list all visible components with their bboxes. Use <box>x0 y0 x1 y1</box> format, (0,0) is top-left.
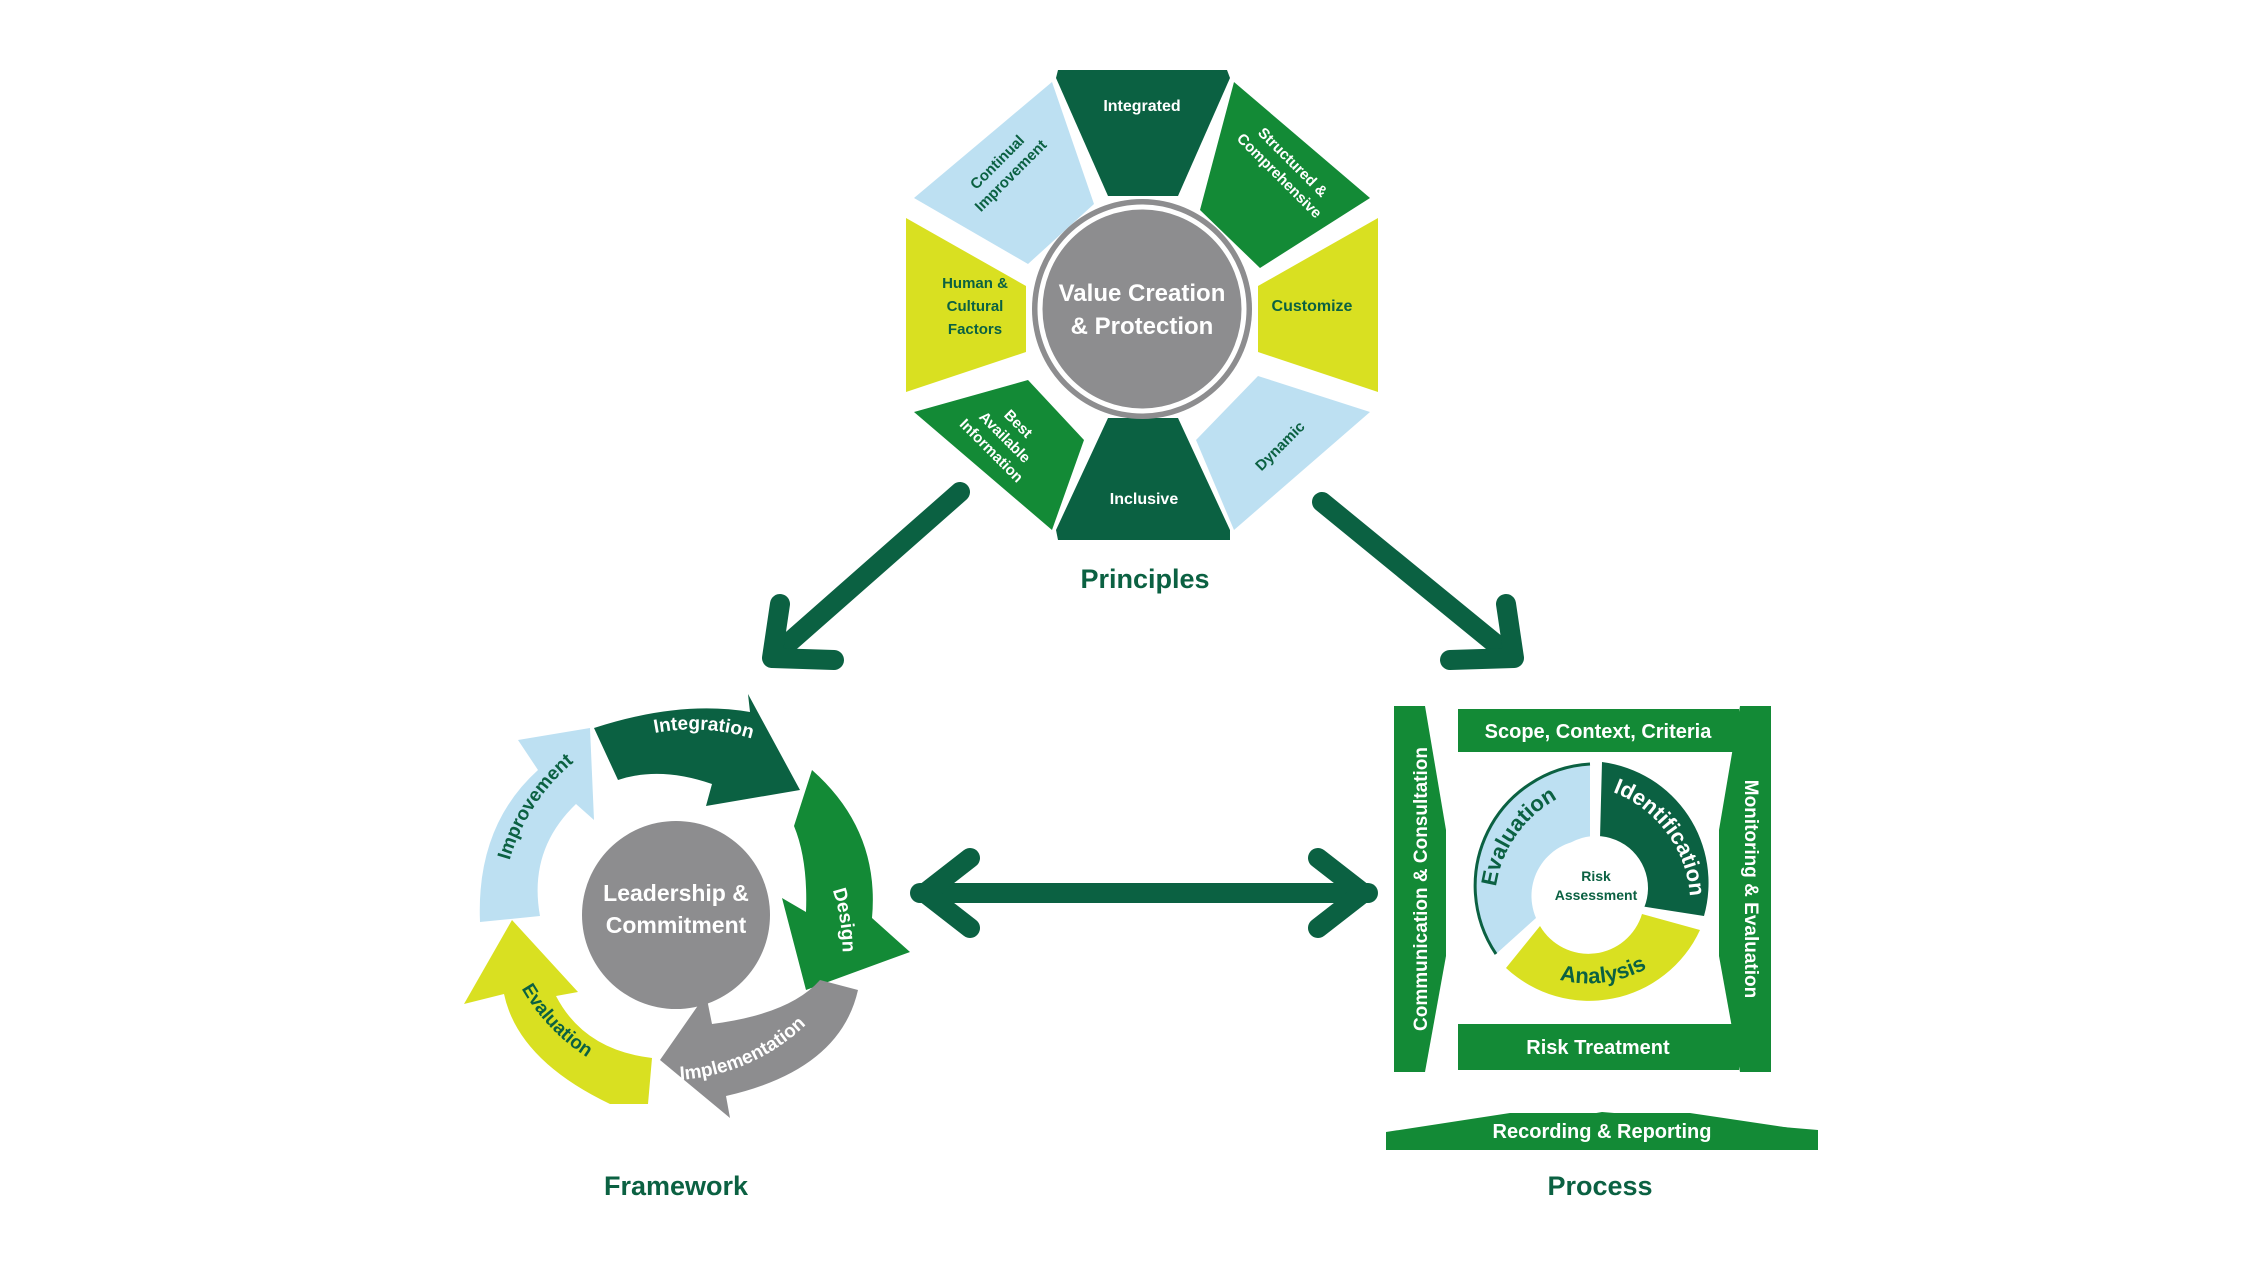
framework-center-line1: Leadership & <box>603 880 749 906</box>
cycle-segment-identification <box>1600 762 1709 916</box>
cycle-segment-analysis <box>1506 914 1700 1001</box>
segment-human-cultural <box>906 218 1026 392</box>
process-right-bar <box>1719 706 1771 1072</box>
segment-continual-improvement <box>914 82 1094 264</box>
segment-integrated <box>1056 70 1230 196</box>
framework-heading: Framework <box>604 1171 749 1201</box>
process-right-label: Monitoring & Evaluation <box>1740 780 1761 999</box>
label-inclusive: Inclusive <box>1110 491 1179 508</box>
process-heading: Process <box>1547 1171 1652 1201</box>
principles-center-ring <box>1032 199 1252 419</box>
process-base-bar-body <box>1386 1113 1818 1150</box>
framework-cycle: Leadership & Commitment Integration Desi… <box>464 694 910 1118</box>
framework-center-line2: Commitment <box>606 912 747 938</box>
risk-assessment-line2: Assessment <box>1555 887 1638 903</box>
arrow-framework-process <box>910 848 1378 938</box>
process-top-label: Scope, Context, Criteria <box>1485 721 1713 743</box>
process-left-bar <box>1394 706 1446 1072</box>
risk-assessment-cycle: Risk Assessment Identification Analysis … <box>1473 762 1710 1001</box>
framework-arrow-design <box>782 770 910 990</box>
arrow-principles-to-framework <box>762 482 970 670</box>
process-base-label: Recording & Reporting <box>1493 1121 1712 1143</box>
label-human-line1: Human & <box>942 275 1008 292</box>
principles-wheel: Value Creation & Protection Integrated S… <box>906 70 1378 540</box>
risk-assessment-line1: Risk <box>1581 868 1611 884</box>
framework-arrow-evaluation <box>464 920 652 1104</box>
process-bottom-bar <box>1458 1024 1739 1070</box>
principles-heading: Principles <box>1080 564 1209 594</box>
principles-center-line2: & Protection <box>1071 313 1214 340</box>
segment-inclusive <box>1056 418 1230 540</box>
label-integrated: Integrated <box>1103 98 1180 115</box>
process-top-bar <box>1458 709 1739 752</box>
framework-arrow-improvement <box>479 728 594 922</box>
framework-arrow-implementation <box>660 980 858 1118</box>
cycle-segment-evaluation <box>1475 764 1590 954</box>
principles-center-ring-white <box>1037 204 1247 414</box>
segment-best-available <box>914 380 1084 530</box>
principles-center-line1: Value Creation <box>1059 280 1226 307</box>
label-human-line3: Factors <box>948 321 1002 338</box>
segment-structured <box>1200 82 1370 268</box>
framework-arrow-integration <box>594 694 800 806</box>
arrow-principles-to-process <box>1312 492 1524 670</box>
segment-dynamic <box>1196 376 1370 530</box>
segment-customize <box>1258 218 1378 392</box>
process-bottom-label: Risk Treatment <box>1526 1037 1670 1059</box>
label-human-line2: Cultural <box>947 298 1004 315</box>
cycle-outline <box>1473 762 1591 955</box>
process-box: Communication & Consultation Monitoring … <box>1386 706 1818 1150</box>
risk-assessment-center <box>1544 836 1648 940</box>
label-customize: Customize <box>1272 298 1353 315</box>
framework-center <box>582 821 770 1009</box>
process-left-label: Communication & Consultation <box>1411 747 1432 1031</box>
